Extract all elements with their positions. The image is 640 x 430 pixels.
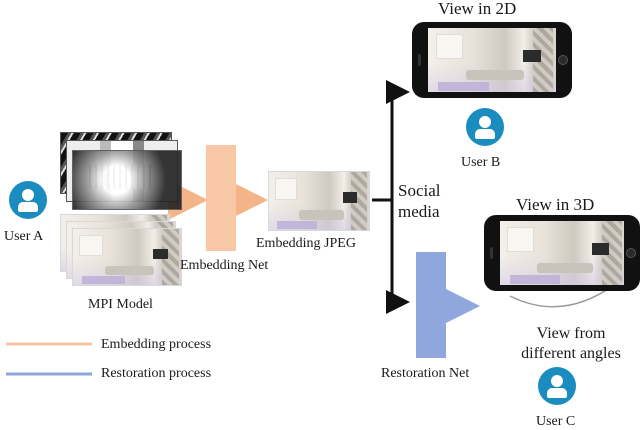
social-media-line2: media [398,202,440,222]
view-2d-title: View in 2D [438,0,517,18]
view-angles-line1: View from [536,325,606,342]
view-angles-label: View from different angles [502,324,640,364]
social-media-line1: Social [398,181,441,200]
embedding-jpeg-label: Embedding JPEG [256,236,356,251]
view-3d-title: View in 3D [516,195,595,214]
user-b-label: User B [461,155,501,170]
mpi-alpha-layer-front [72,150,182,210]
user-a-avatar-icon [9,181,47,219]
embedding-jpeg-image [268,171,370,231]
phone-3d-icon [484,215,640,291]
view-angles-line2: different angles [521,345,621,362]
social-media-label: Social media [398,180,441,223]
phone-2d-screen [428,28,556,92]
mpi-color-layer-front [72,228,182,286]
user-b-avatar-icon [466,108,504,146]
user-c-label: User C [536,414,576,429]
phone-2d-icon [412,22,572,98]
restoration-net-block [416,252,446,358]
restoration-net-label: Restoration Net [381,366,470,381]
embedding-net-label: Embedding Net [180,258,269,273]
legend-embedding-label: Embedding process [101,337,212,352]
embedding-net-block [206,145,236,251]
legend-restoration-label: Restoration process [101,366,212,381]
mpi-model-label: MPI Model [88,297,153,312]
phone-3d-screen [500,221,624,285]
user-c-avatar-icon [538,367,576,405]
view-angle-arc [509,284,615,308]
user-a-label: User A [4,229,44,244]
